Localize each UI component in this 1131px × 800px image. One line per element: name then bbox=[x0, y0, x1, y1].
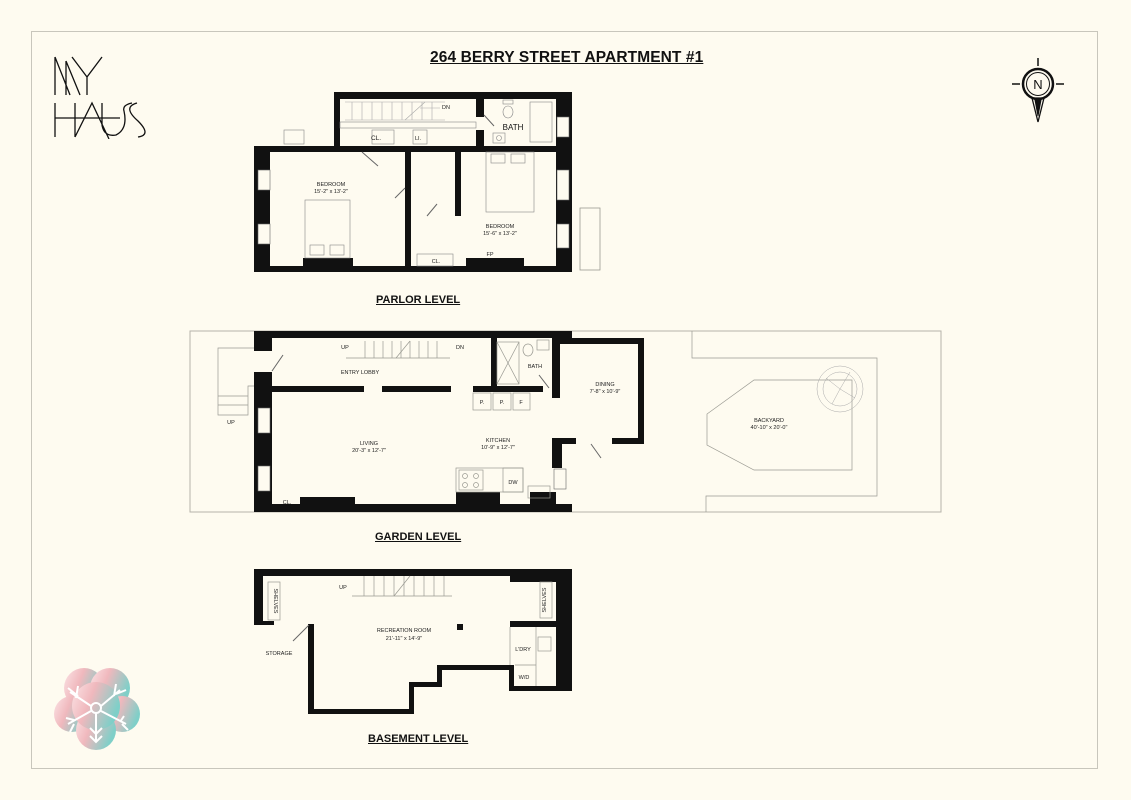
svg-text:STORAGE: STORAGE bbox=[266, 651, 293, 657]
svg-text:LIVING: LIVING bbox=[360, 441, 378, 447]
svg-text:BEDROOM: BEDROOM bbox=[486, 224, 515, 230]
svg-text:UP: UP bbox=[339, 585, 347, 591]
svg-text:RECREATION ROOM: RECREATION ROOM bbox=[377, 628, 432, 634]
svg-text:P.: P. bbox=[480, 400, 485, 406]
svg-text:KITCHEN: KITCHEN bbox=[486, 438, 510, 444]
garden-level-label: GARDEN LEVEL bbox=[375, 531, 462, 543]
svg-text:BACKYARD: BACKYARD bbox=[754, 418, 784, 424]
svg-text:DW: DW bbox=[508, 480, 518, 486]
svg-text:LI.: LI. bbox=[415, 136, 422, 142]
svg-text:21'-11" x 14'-9": 21'-11" x 14'-9" bbox=[386, 636, 423, 642]
svg-text:15'-2" x 13'-2": 15'-2" x 13'-2" bbox=[314, 189, 348, 195]
svg-text:BEDROOM: BEDROOM bbox=[317, 182, 346, 188]
svg-text:20'-3" x 12'-7": 20'-3" x 12'-7" bbox=[352, 448, 386, 454]
svg-text:UP: UP bbox=[227, 420, 235, 426]
basement-level-label: BASEMENT LEVEL bbox=[368, 733, 469, 745]
basement-level-plan: UP STORAGE SHELVES SHELVES L'DRY W/D REC… bbox=[254, 569, 572, 714]
svg-text:F: F bbox=[519, 400, 523, 406]
svg-text:DINING: DINING bbox=[595, 382, 614, 388]
page-border bbox=[31, 31, 1098, 769]
svg-text:L'DRY: L'DRY bbox=[515, 647, 531, 653]
myhaus-logo bbox=[54, 56, 146, 139]
svg-text:CL.: CL. bbox=[432, 259, 441, 265]
svg-text:SHELVES: SHELVES bbox=[272, 589, 278, 614]
svg-text:FP: FP bbox=[486, 252, 493, 258]
svg-text:7'-8" x 10'-9": 7'-8" x 10'-9" bbox=[590, 389, 621, 395]
svg-text:DN: DN bbox=[456, 345, 464, 351]
svg-text:40'-10" x 20'-0": 40'-10" x 20'-0" bbox=[751, 425, 788, 431]
svg-text:ENTRY LOBBY: ENTRY LOBBY bbox=[341, 370, 380, 376]
svg-text:BATH: BATH bbox=[503, 123, 524, 132]
plan-title: 264 BERRY STREET APARTMENT #1 bbox=[430, 49, 704, 66]
svg-text:10'-9" x 12'-7": 10'-9" x 12'-7" bbox=[481, 445, 515, 451]
svg-text:W/D: W/D bbox=[519, 675, 530, 681]
flower-logo-icon bbox=[54, 668, 140, 750]
parlor-level-plan: BATH DN CL. LI. CL. FP BEDROOM 15'-2" x … bbox=[254, 92, 601, 272]
compass-label: N bbox=[1033, 77, 1042, 92]
garden-level-plan: UP DN ENTRY LOBBY BATH P. P. F DW CL. UP… bbox=[189, 330, 942, 513]
svg-text:P.: P. bbox=[500, 400, 505, 406]
north-arrow-icon: N bbox=[1012, 58, 1064, 123]
svg-text:BATH: BATH bbox=[528, 364, 542, 370]
svg-text:CL.: CL. bbox=[283, 500, 292, 506]
parlor-level-label: PARLOR LEVEL bbox=[376, 294, 461, 306]
svg-text:15'-6" x 13'-2": 15'-6" x 13'-2" bbox=[483, 231, 517, 237]
svg-text:DN: DN bbox=[442, 105, 450, 111]
svg-text:SHELVES: SHELVES bbox=[542, 587, 548, 612]
svg-text:UP: UP bbox=[341, 345, 349, 351]
svg-text:CL.: CL. bbox=[371, 135, 381, 142]
